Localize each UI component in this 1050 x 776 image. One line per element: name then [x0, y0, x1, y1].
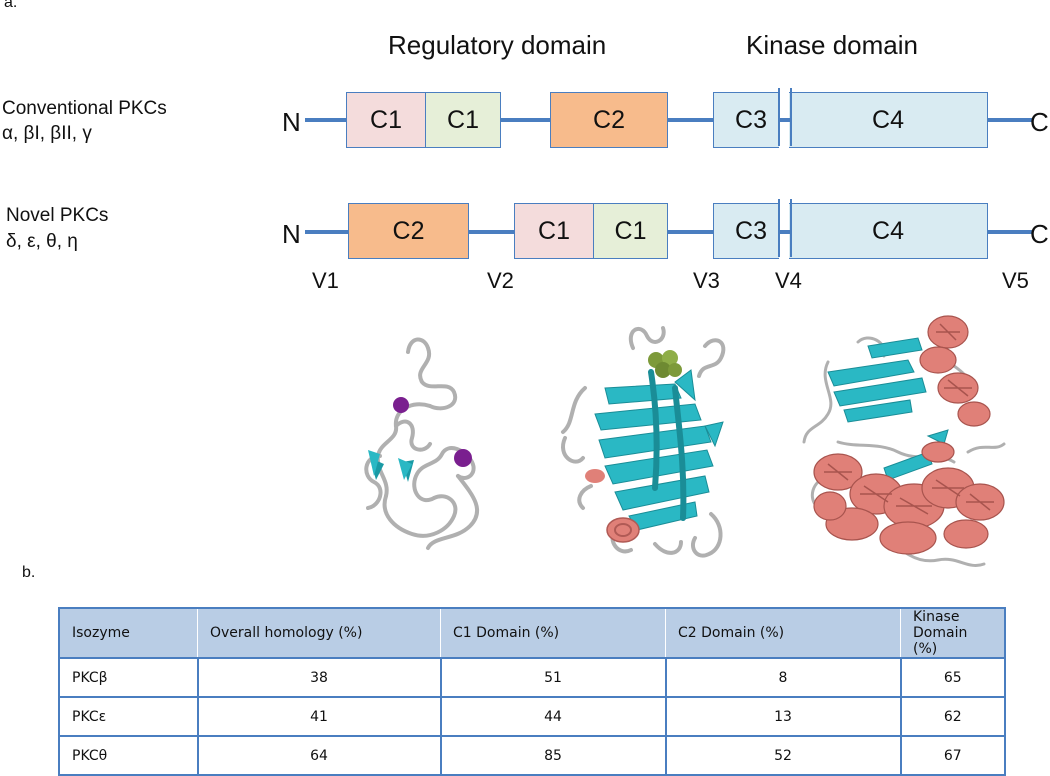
novel-pkc-title: Novel PKCs: [6, 205, 109, 226]
panel-a-label: a.: [4, 0, 18, 11]
column-header-isozyme: Isozyme: [58, 607, 198, 659]
c3-domain-box: C3: [713, 92, 789, 148]
overall-homology-cell: 64: [196, 735, 442, 776]
backbone-line: [305, 118, 1033, 122]
c4-domain-box: C4: [788, 92, 988, 148]
c2-domain-cell: 52: [664, 735, 902, 776]
kinase-domain-cell: 65: [899, 657, 1006, 698]
c1-domain-box: C1: [593, 203, 668, 259]
c-terminus-label: C: [1030, 219, 1049, 249]
kinase-domain-header: Kinase domain: [746, 30, 918, 60]
c1-domain-structure: [364, 337, 480, 550]
c2-domain-box: C2: [348, 203, 469, 259]
overall-homology-cell: 41: [196, 696, 442, 737]
v2-label: V2: [487, 268, 514, 293]
c1-domain-box: C1: [346, 92, 426, 148]
c2-domain-cell: 8: [664, 657, 902, 698]
v5-label: V5: [1002, 268, 1029, 293]
isozyme-cell: PKCε: [58, 696, 199, 737]
homology-table: Isozyme Overall homology (%) C1 Domain (…: [58, 607, 1006, 776]
table-row: PKCθ 64 85 52 67: [58, 735, 1006, 776]
conventional-pkc-isoforms: α, βI, βII, γ: [2, 123, 92, 144]
regulatory-domain-header: Regulatory domain: [388, 30, 607, 60]
column-header-c1-domain: C1 Domain (%): [440, 607, 666, 659]
c1-domain-box: C1: [425, 92, 501, 148]
conventional-pkc-title: Conventional PKCs: [2, 98, 167, 119]
column-header-kinase-domain: Kinase Domain (%): [900, 607, 1006, 659]
novel-pkc-isoforms: δ, ε, θ, η: [6, 231, 78, 252]
c3-domain-box: C3: [713, 203, 789, 259]
kinase-domain-cell: 62: [899, 696, 1006, 737]
v4-label: V4: [775, 268, 802, 293]
v4-hinge-mark: [790, 88, 792, 146]
backbone-line: [305, 230, 1033, 234]
n-terminus-label: N: [282, 107, 301, 137]
c-terminus-label: C: [1030, 107, 1049, 137]
hinge-line: [779, 230, 791, 234]
hinge-line: [779, 118, 791, 122]
table-header-row: Isozyme Overall homology (%) C1 Domain (…: [58, 607, 1006, 659]
c2-domain-cell: 13: [664, 696, 902, 737]
v4-hinge-mark: [790, 199, 792, 257]
n-terminus-label: N: [282, 219, 301, 249]
column-header-c2-domain: C2 Domain (%): [665, 607, 901, 659]
c1-domain-cell: 44: [439, 696, 667, 737]
isozyme-cell: PKCθ: [58, 735, 199, 776]
v3-label: V3: [693, 268, 720, 293]
table-row: PKCβ 38 51 8 65: [58, 657, 1006, 698]
c2-domain-box: C2: [550, 92, 668, 148]
c1-domain-cell: 51: [439, 657, 667, 698]
kinase-domain-structure: [802, 315, 1006, 567]
v1-label: V1: [312, 268, 339, 293]
panel-b-label: b.: [22, 564, 36, 581]
kinase-domain-cell: 67: [899, 735, 1006, 776]
c1-domain-cell: 85: [439, 735, 667, 776]
c4-domain-box: C4: [788, 203, 988, 259]
c1-domain-box: C1: [514, 203, 594, 259]
isozyme-cell: PKCβ: [58, 657, 199, 698]
table-row: PKCε 41 44 13 62: [58, 696, 1006, 737]
v4-hinge-mark: [778, 199, 780, 257]
column-header-overall-homology: Overall homology (%): [197, 607, 441, 659]
v4-hinge-mark: [778, 88, 780, 146]
c2-domain-structure: [561, 326, 726, 558]
overall-homology-cell: 38: [196, 657, 442, 698]
